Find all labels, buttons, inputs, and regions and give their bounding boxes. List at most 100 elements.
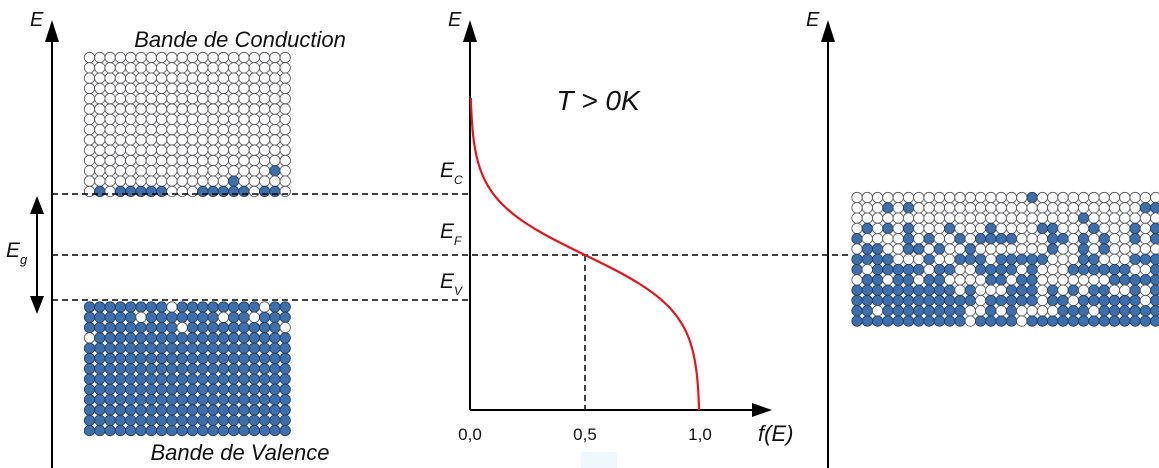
empty-state xyxy=(861,191,873,204)
electron-state xyxy=(871,243,884,255)
empty-state xyxy=(135,62,147,74)
electron-state xyxy=(166,424,178,437)
electron-state xyxy=(228,311,240,323)
electron-state xyxy=(135,414,147,426)
ec-label: EC xyxy=(440,159,463,187)
empty-state xyxy=(995,212,1007,224)
electron-state xyxy=(1026,315,1038,327)
electron-state xyxy=(83,342,96,354)
empty-state xyxy=(1108,222,1121,234)
electron-state xyxy=(923,233,935,245)
electron-state xyxy=(944,284,956,296)
electron-state xyxy=(279,352,291,365)
empty-state xyxy=(104,82,116,95)
electron-state xyxy=(269,414,281,426)
conduction-band-background xyxy=(84,52,291,197)
electron-state xyxy=(1119,305,1131,317)
empty-state xyxy=(258,113,271,125)
electron-state xyxy=(207,311,219,323)
empty-state xyxy=(135,154,147,167)
empty-state xyxy=(94,51,106,64)
empty-state xyxy=(114,154,127,167)
electron-state xyxy=(1150,274,1159,286)
empty-state xyxy=(892,212,904,224)
empty-state xyxy=(145,175,157,187)
electron-state xyxy=(1005,253,1018,265)
empty-state xyxy=(892,191,904,204)
electron-state xyxy=(176,363,188,375)
empty-state xyxy=(923,263,935,276)
empty-state xyxy=(954,222,966,234)
empty-state xyxy=(83,154,96,167)
electron-state xyxy=(207,321,219,334)
empty-state xyxy=(944,233,956,245)
electron-state xyxy=(1098,305,1110,317)
electron-state xyxy=(207,352,219,365)
electron-state xyxy=(995,263,1007,276)
electron-state xyxy=(964,253,976,265)
empty-state xyxy=(217,113,229,125)
electron-state xyxy=(156,394,168,406)
electron-state xyxy=(871,284,884,296)
electron-state xyxy=(135,342,147,354)
electron-state xyxy=(176,424,188,437)
empty-state xyxy=(269,103,281,115)
empty-state xyxy=(1067,253,1079,265)
empty-state xyxy=(913,274,925,286)
electron-state xyxy=(135,404,147,416)
empty-state xyxy=(156,93,168,105)
empty-state xyxy=(207,72,219,84)
empty-state xyxy=(145,82,157,95)
electron-state xyxy=(1036,315,1049,327)
electron-state xyxy=(248,363,260,375)
empty-state xyxy=(186,165,199,177)
empty-state xyxy=(166,72,178,84)
empty-state xyxy=(964,222,976,234)
empty-state xyxy=(1088,202,1100,214)
empty-state xyxy=(207,144,219,156)
empty-state xyxy=(974,212,987,224)
empty-state xyxy=(125,82,137,95)
empty-state xyxy=(1036,284,1049,296)
empty-state xyxy=(954,202,966,214)
electron-state xyxy=(985,233,997,245)
empty-state xyxy=(166,175,178,187)
electron-state xyxy=(1088,253,1100,265)
empty-state xyxy=(197,154,209,167)
empty-state xyxy=(871,233,884,245)
empty-state xyxy=(269,124,281,136)
empty-state xyxy=(1036,305,1049,317)
electron-state xyxy=(83,373,96,385)
electron-state xyxy=(985,315,997,327)
electron-state xyxy=(892,294,904,307)
electron-state xyxy=(186,404,199,416)
empty-state xyxy=(1057,222,1069,234)
electron-state xyxy=(944,294,956,307)
empty-state xyxy=(125,134,137,146)
empty-state xyxy=(166,62,178,74)
empty-state xyxy=(217,134,229,146)
electron-state xyxy=(861,315,873,327)
electron-state xyxy=(892,284,904,296)
empty-state xyxy=(94,175,106,187)
electron-state xyxy=(94,373,106,385)
electron-state xyxy=(258,332,271,344)
x-tick-0: 0,0 xyxy=(458,425,482,444)
empty-state xyxy=(944,253,956,265)
empty-state xyxy=(228,93,240,105)
electron-state xyxy=(1150,315,1159,327)
temperature-label: T > 0K xyxy=(556,85,641,116)
electron-state xyxy=(851,305,863,317)
empty-state xyxy=(248,62,260,74)
empty-state xyxy=(125,62,137,74)
electron-state xyxy=(217,321,229,334)
electron-state xyxy=(104,301,116,313)
valence-band-states xyxy=(83,301,291,437)
electron-state xyxy=(1016,294,1028,307)
empty-state xyxy=(258,72,271,84)
electron-state xyxy=(176,301,188,313)
electron-state xyxy=(125,414,137,426)
electron-state xyxy=(1005,284,1018,296)
electron-state xyxy=(258,414,271,426)
empty-state xyxy=(145,124,157,136)
